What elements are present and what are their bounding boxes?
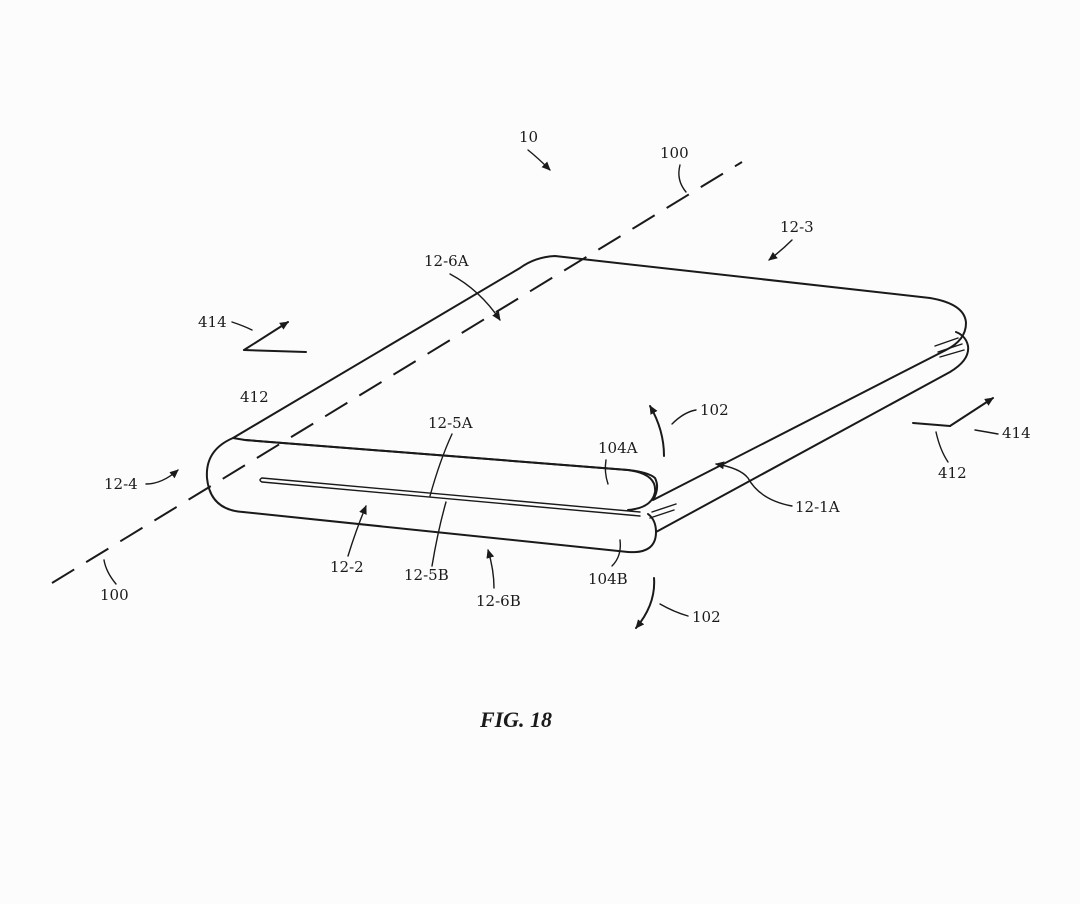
bottom-panel-front (242, 511, 629, 553)
leader-surface-top (449, 273, 501, 321)
label-section-left-arrow: 414 (198, 313, 227, 331)
label-front-bottom: 12-5B (404, 566, 449, 584)
section-arrow-left (243, 321, 289, 351)
leader-panel-bottom (611, 539, 622, 567)
label-edge-back: 12-3 (780, 218, 814, 236)
slot-between-panels (261, 477, 641, 517)
top-panel-outline (232, 255, 967, 501)
rotation-arrow-top (649, 405, 665, 457)
section-line-right (912, 422, 951, 427)
leader-section-left (231, 321, 253, 331)
label-surface-bottom: 12-6B (476, 592, 521, 610)
label-panel-top: 104A (598, 439, 638, 457)
leader-rotation-top (671, 409, 697, 425)
leader-axis-top (678, 164, 687, 193)
section-arrow-right (949, 397, 994, 427)
label-axis-top: 100 (660, 144, 689, 162)
leader-section-right-line (935, 431, 949, 463)
leader-section-right (974, 429, 999, 435)
leader-device (527, 149, 551, 171)
bottom-panel-right-edge (655, 331, 970, 533)
bottom-panel-corner (627, 513, 657, 554)
leader-hinge-left (145, 469, 179, 485)
label-hinge-left: 12-4 (104, 475, 138, 493)
leader-edge-back (768, 239, 793, 261)
leader-front-bottom (431, 501, 447, 567)
label-front-top: 12-5A (428, 414, 473, 432)
leader-front-top (429, 433, 453, 497)
fold-axis-line (51, 161, 743, 584)
label-rotation-bottom: 102 (692, 608, 721, 626)
figure-caption: FIG. 18 (479, 707, 552, 732)
leader-rotation-bottom (659, 603, 689, 617)
front-edge-top (244, 439, 629, 471)
label-right-edge: 12-1A (795, 498, 840, 516)
front-edge-top-corner (627, 469, 657, 511)
section-line-left (243, 349, 307, 353)
leader-panel-top (604, 459, 609, 485)
hinge-fold (205, 437, 244, 513)
label-section-right-line: 412 (938, 464, 967, 482)
label-section-right-arrow: 414 (1002, 424, 1031, 442)
slot-left-end (259, 477, 263, 483)
rotation-arrow-bottom (635, 577, 656, 629)
label-device: 10 (519, 128, 538, 146)
leader-right-edge (715, 461, 793, 507)
label-axis-bottom: 100 (100, 586, 129, 604)
bottom-panel-edge-hatch (649, 337, 965, 519)
label-front-edge: 12-2 (330, 558, 364, 576)
leader-front-edge (347, 505, 367, 557)
label-panel-bottom: 104B (588, 570, 628, 588)
label-section-left-line: 412 (240, 388, 269, 406)
leader-axis-bottom (103, 559, 117, 585)
label-rotation-top: 102 (700, 401, 729, 419)
leader-surface-bottom (486, 549, 495, 589)
label-surface-top: 12-6A (424, 252, 469, 270)
